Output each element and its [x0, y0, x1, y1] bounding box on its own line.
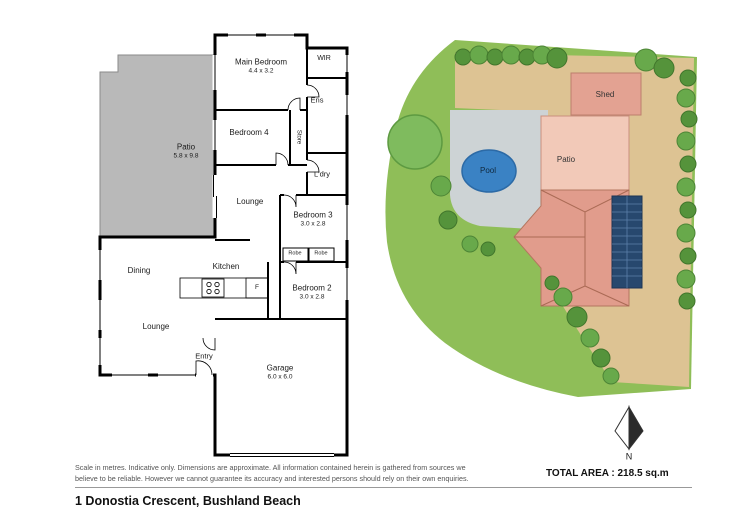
room-label-main-bedroom: Main Bedroom 4.4 x 3.2 [235, 57, 287, 74]
garage-door-icon [230, 453, 334, 457]
footer-divider [75, 487, 692, 488]
site-label-shed: Shed [595, 90, 615, 100]
patio-roof-shape [540, 115, 630, 191]
room-label-store: Store [295, 129, 302, 145]
kitchen-bench [179, 277, 269, 299]
disclaimer-text: Scale in metres. Indicative only. Dimens… [75, 462, 600, 484]
room-dims: 3.0 x 2.8 [299, 292, 325, 300]
fridge-box [245, 277, 269, 299]
room-label-lounge-upper: Lounge [236, 197, 264, 207]
room-dims: 4.4 x 3.2 [248, 66, 274, 74]
room-label-robe-right: Robe [314, 250, 328, 257]
room-label-garage: Garage 6.0 x 6.0 [267, 363, 294, 380]
sliding-door-icon [213, 175, 217, 218]
room-name: Bedroom 2 [292, 283, 332, 293]
shed-shape [570, 72, 642, 116]
room-dims: 5.8 x 9.8 [173, 151, 199, 159]
site-label-pool: Pool [479, 166, 497, 176]
robe-cabinets [282, 247, 335, 262]
room-label-entry: Entry [195, 351, 213, 361]
floor-plan [97, 32, 350, 458]
room-name: Bedroom 3 [293, 210, 333, 220]
trees [387, 45, 698, 385]
room-label-lounge-lower: Lounge [142, 322, 170, 332]
room-label-bedroom3: Bedroom 3 3.0 x 2.8 [293, 210, 332, 227]
solar-panels [611, 195, 643, 289]
room-label-wir: WIR [317, 54, 331, 62]
interior-walls [215, 48, 347, 320]
north-label: N [625, 451, 633, 462]
total-area-text: TOTAL AREA : 218.5 sq.m [546, 468, 669, 479]
room-name: Main Bedroom [234, 57, 288, 67]
room-label-patio: Patio 5.8 x 9.8 [174, 142, 199, 159]
disclaimer-line-1: Scale in metres. Indicative only. Dimens… [75, 463, 466, 472]
room-label-bedroom2: Bedroom 2 3.0 x 2.8 [292, 283, 331, 300]
disclaimer-line-2: believe to be reliable. However we canno… [75, 474, 469, 483]
site-label-patio: Patio [556, 155, 576, 165]
room-dims: 3.0 x 2.8 [300, 219, 326, 227]
room-label-bedroom4: Bedroom 4 [229, 128, 269, 138]
pool-shape [461, 149, 517, 193]
room-label-ens: Ens [310, 95, 324, 105]
room-label-dining: Dining [127, 266, 151, 276]
fridge-label: F [255, 284, 259, 292]
large-tree [387, 114, 443, 170]
room-label-robe-left: Robe [288, 250, 302, 257]
house-footprint [98, 33, 349, 457]
window-lines [99, 34, 348, 457]
stove-icon [201, 278, 225, 298]
site-plan [385, 40, 698, 397]
door-arcs [195, 84, 320, 376]
room-name: Patio [176, 142, 196, 152]
room-name: Garage [266, 363, 294, 373]
room-label-kitchen: Kitchen [212, 262, 240, 272]
room-label-laundry: L'dry [313, 169, 331, 179]
room-dims: 6.0 x 6.0 [267, 372, 293, 380]
compass-icon [614, 405, 644, 451]
property-address: 1 Donostia Crescent, Bushland Beach [75, 494, 301, 508]
